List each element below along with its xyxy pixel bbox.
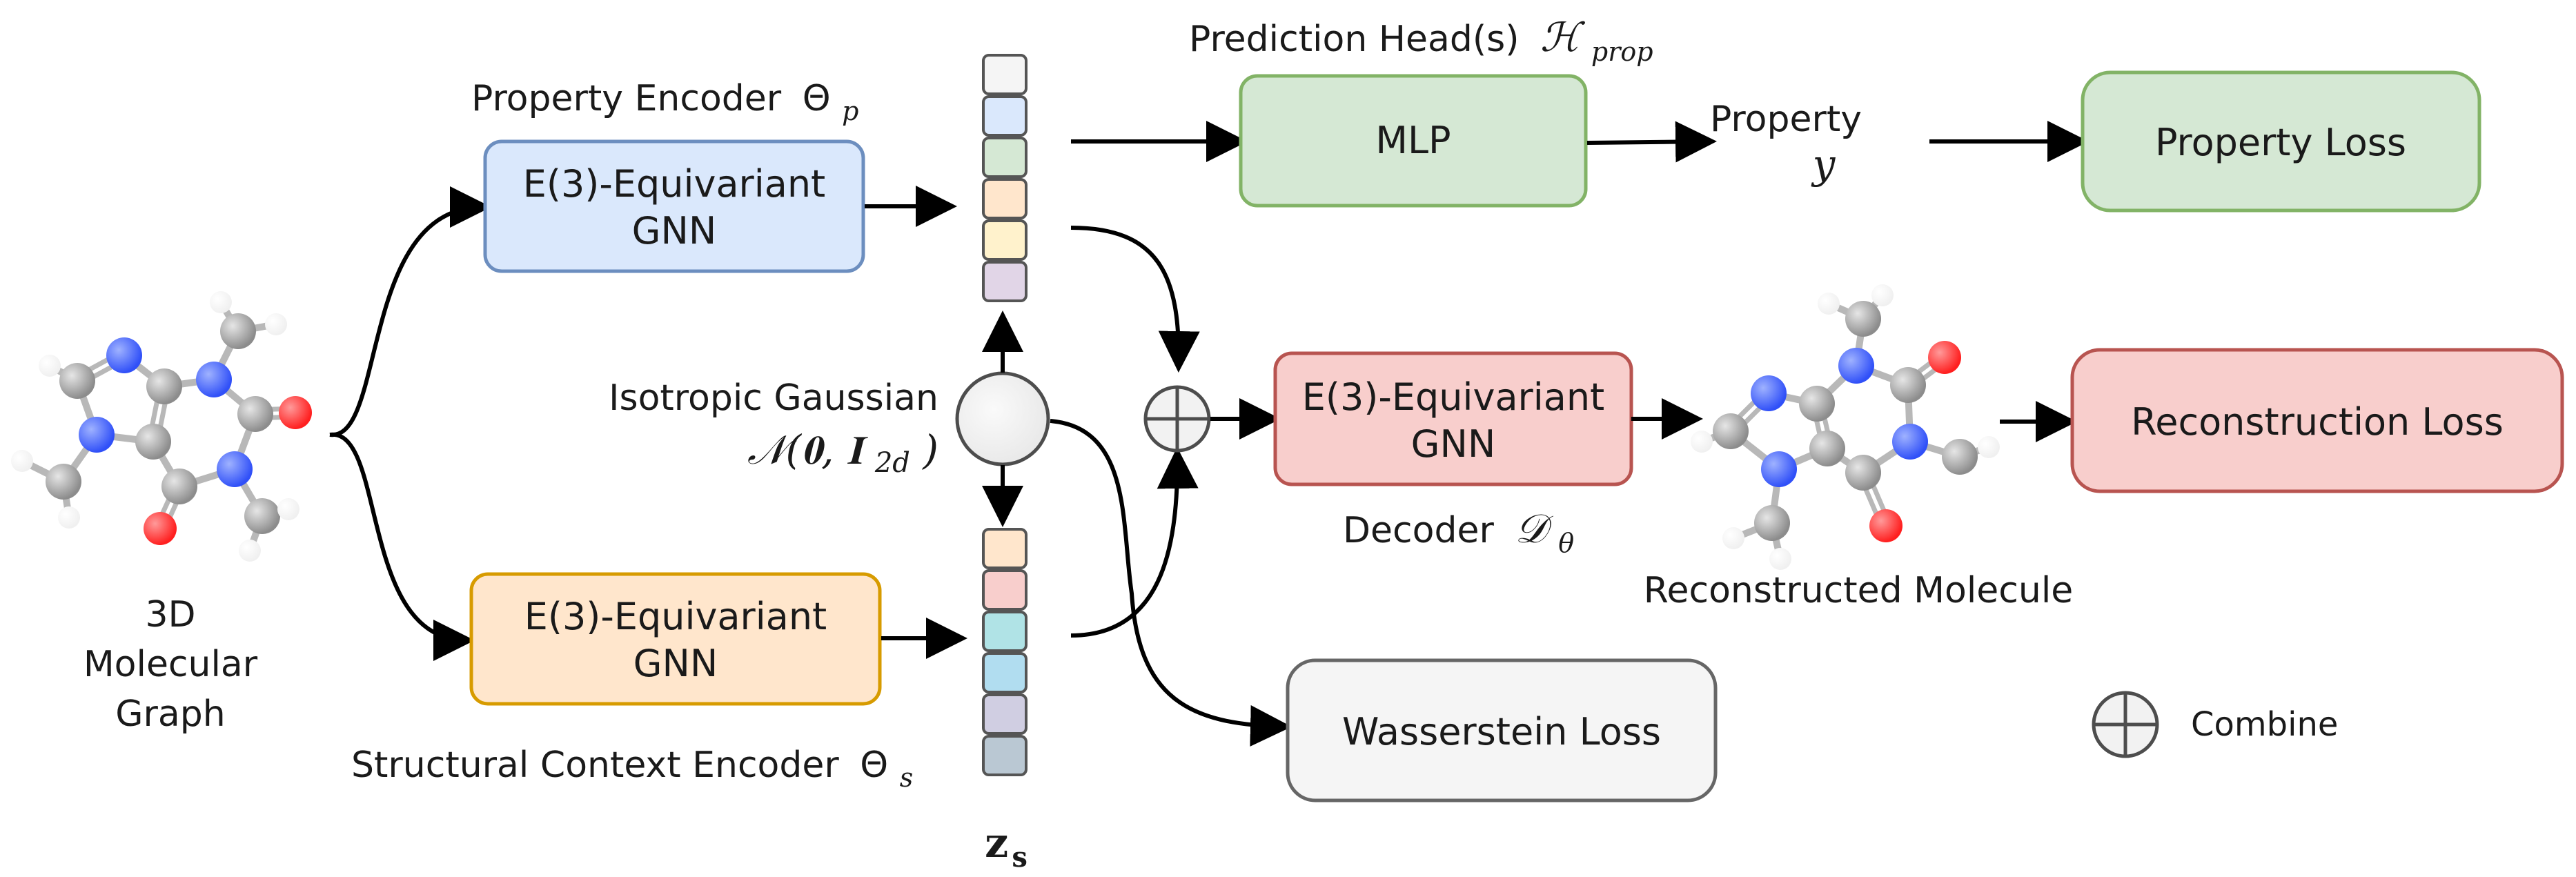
structural-encoder-box-line2: GNN bbox=[633, 642, 718, 685]
wasserstein-loss-label: Wasserstein Loss bbox=[1342, 710, 1661, 753]
property-loss-label: Property Loss bbox=[2155, 121, 2406, 164]
reconstruction-loss-label: Reconstruction Loss bbox=[2131, 400, 2504, 444]
structural-encoder-box-line1: E(3)-Equivariant bbox=[524, 595, 827, 638]
property-loss-box bbox=[2081, 70, 2481, 213]
property-latent-cell-6 bbox=[982, 261, 1028, 302]
input-molecule-atom-carbon bbox=[220, 313, 256, 349]
legend-combine-icon bbox=[2092, 691, 2159, 758]
input-molecule-atom-carbon bbox=[135, 424, 171, 460]
structural-latent-vector bbox=[982, 528, 1028, 776]
wasserstein-loss-box bbox=[1286, 658, 1718, 802]
structural-latent-cell-5 bbox=[982, 693, 1028, 735]
property-encoder-box-line2: GNN bbox=[632, 209, 717, 253]
mlp-box-label: MLP bbox=[1375, 119, 1451, 162]
property-latent-cell-1 bbox=[982, 54, 1028, 95]
decoder-title: Decoder 𝒟 θ bbox=[1343, 505, 1574, 558]
property-output-line1: Property bbox=[1710, 99, 1862, 140]
reconstructed-molecule-atom-carbon bbox=[1845, 455, 1881, 491]
input-molecule-atom-oxygen bbox=[279, 396, 312, 429]
input-molecule-atom-nitrogen bbox=[196, 362, 232, 397]
latent-label: z s bbox=[985, 819, 1028, 874]
reconstruction-loss-box bbox=[2070, 348, 2564, 493]
property-latent-vector bbox=[982, 54, 1028, 302]
structural-latent-cell-3 bbox=[982, 611, 1028, 652]
gaussian-label-line2: 𝒩(𝟎, 𝐈 2d ) bbox=[747, 426, 938, 482]
arrow-gaussian-to-wasserstein bbox=[1050, 419, 1292, 747]
property-output-line2: y bbox=[1811, 141, 1836, 188]
property-encoder-box bbox=[483, 139, 865, 273]
input-molecule-atom-hydrogen bbox=[58, 506, 80, 529]
input-molecule-atom-nitrogen bbox=[106, 337, 142, 373]
structural-latent-cell-1 bbox=[982, 528, 1028, 569]
reconstructed-molecule-atom-nitrogen bbox=[1892, 424, 1928, 460]
structural-latent-cell-2 bbox=[982, 569, 1028, 611]
reconstructed-molecule-atom-oxygen bbox=[1928, 341, 1961, 374]
input-label-line3: Graph bbox=[115, 693, 226, 735]
reconstructed-molecule-atom-hydrogen bbox=[1818, 293, 1840, 315]
input-molecule-atom-hydrogen bbox=[210, 291, 232, 313]
reconstructed-molecule-atom-hydrogen bbox=[1691, 431, 1713, 453]
property-latent-cell-2 bbox=[982, 95, 1028, 137]
input-molecule-atom-nitrogen bbox=[217, 451, 253, 487]
reconstructed-molecule-atom-carbon bbox=[1890, 367, 1926, 403]
reconstructed-molecule-atom-hydrogen bbox=[1769, 548, 1791, 570]
structural-latent-cell-4 bbox=[982, 652, 1028, 693]
combine-node bbox=[1143, 385, 1211, 453]
input-molecule-atom-hydrogen bbox=[277, 498, 299, 520]
reconstructed-molecule-atom-carbon bbox=[1713, 413, 1749, 449]
input-molecule-atom-carbon bbox=[46, 464, 81, 500]
property-latent-cell-5 bbox=[982, 219, 1028, 261]
input-molecule-atom-carbon bbox=[146, 368, 182, 404]
reconstructed-molecule-atom-carbon bbox=[1845, 301, 1881, 337]
reconstructed-molecule-atom-hydrogen bbox=[1722, 527, 1744, 549]
input-molecule-atom-carbon bbox=[244, 498, 280, 534]
property-encoder-title: Property Encoder Θ p bbox=[471, 78, 859, 126]
structural-encoder-box bbox=[469, 572, 882, 706]
property-encoder-box-line1: E(3)-Equivariant bbox=[523, 162, 825, 206]
structural-latent-cell-6 bbox=[982, 735, 1028, 776]
input-molecule-atom-hydrogen bbox=[39, 355, 61, 377]
reconstructed-label: Reconstructed Molecule bbox=[1644, 570, 2074, 611]
fork-arrow-lower bbox=[329, 432, 475, 661]
input-molecule-atom-hydrogen bbox=[265, 313, 287, 335]
property-latent-cell-4 bbox=[982, 178, 1028, 219]
prediction-head-title: Prediction Head(s) ℋ prop bbox=[1189, 14, 1653, 67]
decoder-box-line1: E(3)-Equivariant bbox=[1302, 375, 1604, 419]
reconstructed-molecule-atom-oxygen bbox=[1869, 509, 1902, 542]
reconstructed-molecule-atom-carbon bbox=[1799, 386, 1835, 422]
reconstructed-molecule-atom-nitrogen bbox=[1838, 348, 1874, 384]
input-molecule-atom-hydrogen bbox=[11, 450, 33, 472]
mlp-box bbox=[1239, 74, 1588, 208]
arrow-prop-latent-to-combine bbox=[1070, 226, 1200, 373]
fork-arrow-upper bbox=[329, 186, 491, 437]
legend-combine-label: Combine bbox=[2191, 705, 2338, 744]
reconstructed-molecule-image bbox=[1691, 284, 2000, 570]
gaussian-prior-node bbox=[955, 371, 1050, 466]
reconstructed-molecule-atom-hydrogen bbox=[1871, 284, 1894, 306]
gaussian-label-line1: Isotropic Gaussian bbox=[609, 377, 938, 419]
input-molecule-atom-carbon bbox=[59, 363, 95, 399]
reconstructed-molecule-atom-hydrogen bbox=[1978, 436, 2000, 458]
structural-encoder-title: Structural Context Encoder Θ s bbox=[351, 745, 913, 793]
reconstructed-molecule-atom-carbon bbox=[1754, 505, 1790, 541]
input-molecule-atom-carbon bbox=[161, 469, 197, 504]
input-label-line1: 3D bbox=[145, 594, 195, 635]
reconstructed-molecule-atom-carbon bbox=[1942, 439, 1978, 475]
input-molecule-image bbox=[11, 291, 312, 562]
input-molecule-atom-oxygen bbox=[144, 512, 177, 545]
input-label-line2: Molecular bbox=[83, 644, 258, 685]
decoder-box-line2: GNN bbox=[1411, 422, 1496, 466]
property-latent-cell-3 bbox=[982, 137, 1028, 178]
reconstructed-molecule-atom-nitrogen bbox=[1761, 451, 1797, 487]
reconstructed-molecule-atom-nitrogen bbox=[1751, 375, 1787, 411]
reconstructed-molecule-atom-carbon bbox=[1809, 431, 1845, 466]
input-molecule-atom-hydrogen bbox=[239, 540, 261, 562]
input-molecule-atom-carbon bbox=[237, 396, 273, 432]
arrow-mlp-to-property bbox=[1586, 121, 1717, 163]
arrow-struct-latent-to-combine bbox=[1070, 447, 1199, 638]
input-molecule-atom-nitrogen bbox=[79, 417, 115, 453]
